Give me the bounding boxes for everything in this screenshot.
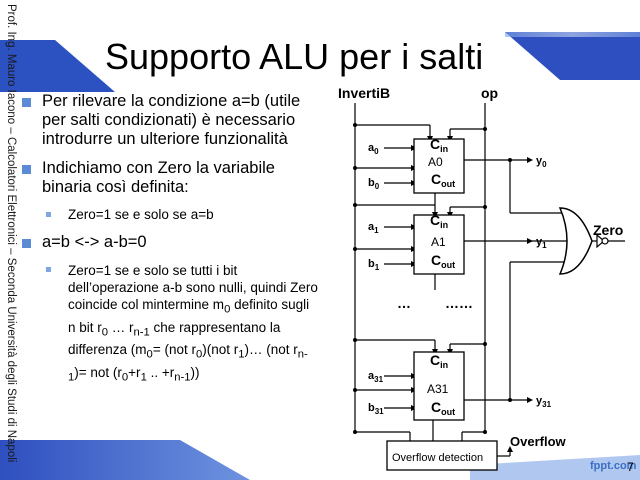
svg-text:a0: a0: [368, 142, 379, 156]
top-left-wave: [0, 40, 115, 92]
slide-title: Supporto ALU per i salti: [105, 36, 484, 77]
ellipsis-left: …: [397, 295, 411, 311]
top-right-band: [505, 32, 640, 80]
bullet-text: Per rilevare la condizione a=b (utile pe…: [42, 92, 301, 148]
svg-text:y0: y0: [536, 155, 547, 169]
bullet-list: Per rilevare la condizione a=b (utile pe…: [20, 92, 318, 397]
svg-text:b1: b1: [368, 258, 380, 272]
overflow-detection-label: Overflow detection: [392, 452, 483, 464]
bullet-item: a=b <-> a-b=0: [20, 233, 318, 252]
alu-a31-box: [413, 351, 465, 421]
square-bullet-icon: [22, 239, 31, 248]
svg-text:a31: a31: [368, 370, 384, 384]
sub-bullet-text: Zero=1 se e solo se tutti i bit dell’ope…: [68, 263, 318, 384]
square-bullet-icon: [22, 98, 31, 107]
invertib-label: InvertiB: [338, 85, 390, 101]
square-bullet-icon: [46, 267, 51, 272]
alu-a0-box: [413, 138, 465, 194]
svg-text:y1: y1: [536, 236, 547, 250]
sub-bullet-item: Zero=1 se e solo se a=b: [20, 207, 318, 223]
bullet-text: a=b <-> a-b=0: [42, 233, 147, 251]
alu-circuit-diagram: InvertiB op Cin A0 Cout a0 b0 y0 Cin A1 …: [338, 85, 625, 471]
svg-text:Cout: Cout: [431, 171, 455, 189]
square-bullet-icon: [22, 165, 31, 174]
ellipsis-right: ……: [445, 295, 473, 311]
svg-text:Cin: Cin: [430, 136, 448, 154]
alu-a1-box: [413, 214, 465, 275]
page-number: 7: [627, 460, 634, 474]
fppt-logo: fppt.com: [590, 460, 637, 472]
sub-bullet-text: Zero=1 se e solo se a=b: [68, 207, 214, 222]
sub-bullet-item: Zero=1 se e solo se tutti i bit dell’ope…: [20, 262, 318, 387]
not-bubble-icon: [596, 233, 605, 249]
svg-text:b31: b31: [368, 402, 384, 416]
svg-text:Cout: Cout: [431, 399, 455, 417]
svg-text:Cin: Cin: [430, 352, 448, 370]
svg-text:Cout: Cout: [431, 252, 455, 270]
nor-gate-icon: [558, 207, 593, 275]
overflow-detection-box: [386, 440, 498, 471]
bullet-item: Per rilevare la condizione a=b (utile pe…: [20, 92, 318, 149]
overflow-label: Overflow: [510, 434, 567, 449]
svg-text:Cin: Cin: [430, 212, 448, 230]
op-label: op: [481, 85, 498, 101]
alu-name-a0: A0: [428, 155, 443, 169]
bullet-item: Indichiamo con Zero la variabile binaria…: [20, 159, 318, 197]
svg-text:a1: a1: [368, 221, 379, 235]
alu-name-a1: A1: [431, 235, 446, 249]
square-bullet-icon: [46, 212, 51, 217]
zero-label: Zero: [593, 222, 623, 238]
author-vertical-text: Prof. Ing. Mauro Iacono – Calcolatori El…: [5, 4, 17, 463]
svg-text:b0: b0: [368, 177, 380, 191]
alu-name-a31: A31: [427, 382, 449, 396]
bullet-text: Indichiamo con Zero la variabile binaria…: [42, 159, 275, 196]
bottom-right-band: [470, 455, 640, 480]
bottom-left-band: [0, 440, 250, 480]
svg-text:y31: y31: [536, 395, 552, 409]
